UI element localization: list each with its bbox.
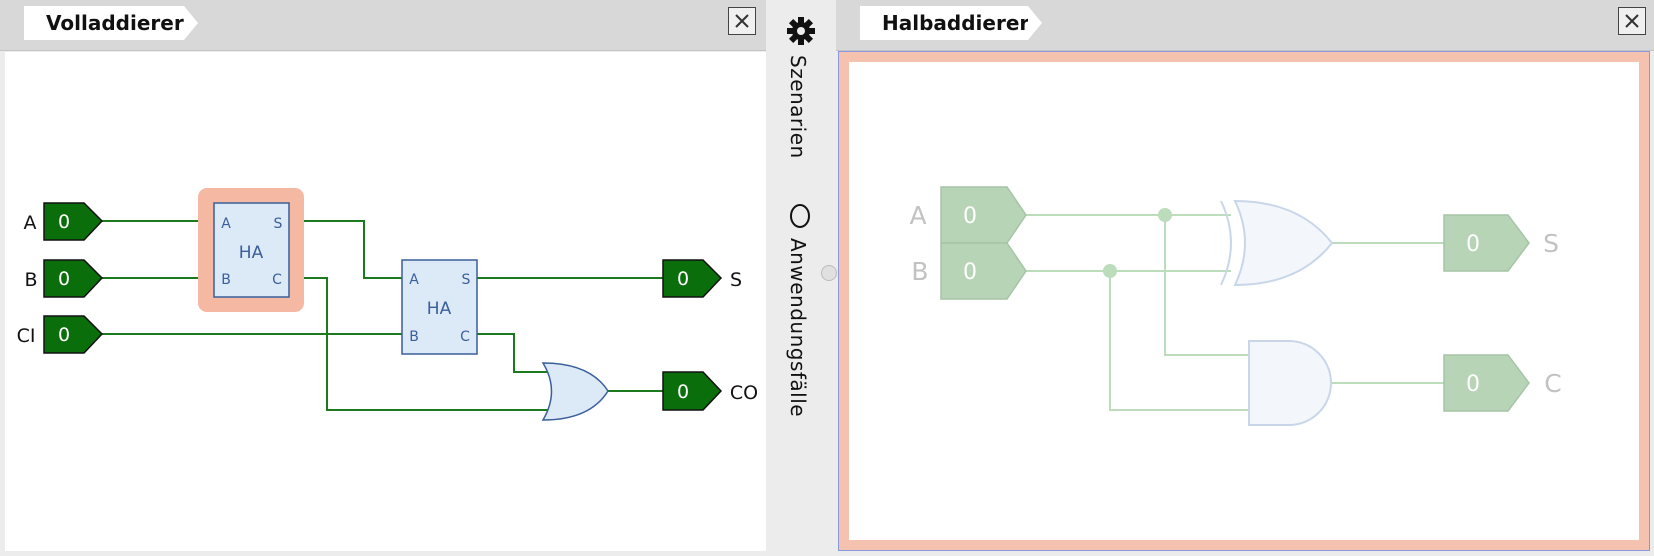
tab-volladdierer-label: Volladdierer bbox=[46, 11, 184, 35]
tab-halbaddierer[interactable]: Halbaddierer bbox=[860, 6, 1042, 40]
half-adder-1[interactable]: HA A B S C bbox=[198, 188, 304, 312]
wires bbox=[102, 220, 663, 411]
faded-output-s-label: S bbox=[1543, 229, 1559, 258]
halbaddierer-panel: Halbaddierer bbox=[836, 0, 1654, 556]
input-ci-label: CI bbox=[17, 325, 36, 347]
input-b[interactable]: 0 B bbox=[24, 259, 104, 298]
half-adder-1-pin-c: C bbox=[272, 272, 282, 288]
half-adder-1-title: HA bbox=[239, 243, 264, 263]
faded-output-s-value: 0 bbox=[1466, 232, 1480, 257]
faded-input-b-value: 0 bbox=[963, 260, 977, 285]
halbaddierer-canvas[interactable]: 0 A 0 B 0 S 0 C bbox=[849, 62, 1639, 540]
volladdierer-panel: Volladdierer 0 bbox=[0, 0, 766, 556]
half-adder-2-pin-a: A bbox=[409, 272, 419, 288]
and-gate[interactable] bbox=[1248, 340, 1332, 426]
half-adder-2-title: HA bbox=[427, 299, 452, 319]
output-co-value: 0 bbox=[677, 381, 689, 403]
close-halbaddierer-button[interactable] bbox=[1618, 7, 1646, 35]
half-adder-1-pin-a: A bbox=[221, 216, 231, 232]
tab-szenarien[interactable]: Szenarien bbox=[786, 55, 810, 159]
half-adder-2-pin-s: S bbox=[462, 272, 471, 288]
tab-halbaddierer-label: Halbaddierer bbox=[882, 11, 1030, 35]
input-a-value: 0 bbox=[58, 211, 70, 233]
input-b-label: B bbox=[24, 269, 37, 291]
faded-output-s: 0 S bbox=[1443, 214, 1559, 272]
faded-input-a-value: 0 bbox=[963, 204, 977, 229]
faded-input-a[interactable]: 0 A bbox=[909, 186, 1027, 244]
output-co-label: CO bbox=[730, 382, 758, 404]
junction-dot-b bbox=[1103, 264, 1117, 278]
faded-wires bbox=[1026, 214, 1444, 411]
split-handle[interactable] bbox=[821, 265, 837, 281]
close-volladdierer-button[interactable] bbox=[728, 7, 756, 35]
input-a[interactable]: 0 A bbox=[24, 202, 104, 241]
left-tab-bar: Volladdierer bbox=[0, 0, 766, 51]
tab-volladdierer[interactable]: Volladdierer bbox=[24, 6, 198, 40]
close-icon bbox=[735, 14, 749, 28]
output-s-label: S bbox=[730, 269, 742, 291]
input-ci-value: 0 bbox=[58, 324, 70, 346]
xor-gate[interactable] bbox=[1220, 199, 1334, 287]
volladdierer-canvas[interactable]: 0 A 0 B 0 CI HA A B S bbox=[5, 52, 766, 551]
junction-dot-a bbox=[1158, 208, 1172, 222]
halbaddierer-canvas-frame: 0 A 0 B 0 S 0 C bbox=[838, 51, 1650, 551]
faded-output-c: 0 C bbox=[1443, 354, 1562, 412]
output-s-value: 0 bbox=[677, 268, 689, 290]
faded-input-a-label: A bbox=[909, 201, 926, 230]
faded-input-b-label: B bbox=[911, 257, 928, 286]
tab-anwendungsfaelle[interactable]: Anwendungsfälle bbox=[786, 238, 810, 418]
half-adder-2[interactable]: HA A B S C bbox=[401, 259, 478, 355]
close-icon bbox=[1625, 14, 1639, 28]
input-b-value: 0 bbox=[58, 268, 70, 290]
input-ci[interactable]: 0 CI bbox=[17, 315, 104, 354]
half-adder-2-pin-b: B bbox=[409, 329, 419, 345]
gear-icon[interactable] bbox=[786, 16, 816, 46]
faded-input-b[interactable]: 0 B bbox=[911, 242, 1027, 300]
half-adder-1-pin-s: S bbox=[274, 216, 283, 232]
output-s: 0 S bbox=[662, 259, 742, 298]
faded-output-c-value: 0 bbox=[1466, 372, 1480, 397]
faded-output-c-label: C bbox=[1544, 369, 1561, 398]
right-tab-bar: Halbaddierer bbox=[836, 0, 1654, 51]
circle-icon bbox=[790, 204, 810, 228]
or-gate[interactable] bbox=[541, 362, 609, 421]
half-adder-1-pin-b: B bbox=[221, 272, 231, 288]
output-co: 0 CO bbox=[662, 371, 758, 411]
half-adder-2-pin-c: C bbox=[460, 329, 470, 345]
input-a-label: A bbox=[24, 212, 37, 234]
